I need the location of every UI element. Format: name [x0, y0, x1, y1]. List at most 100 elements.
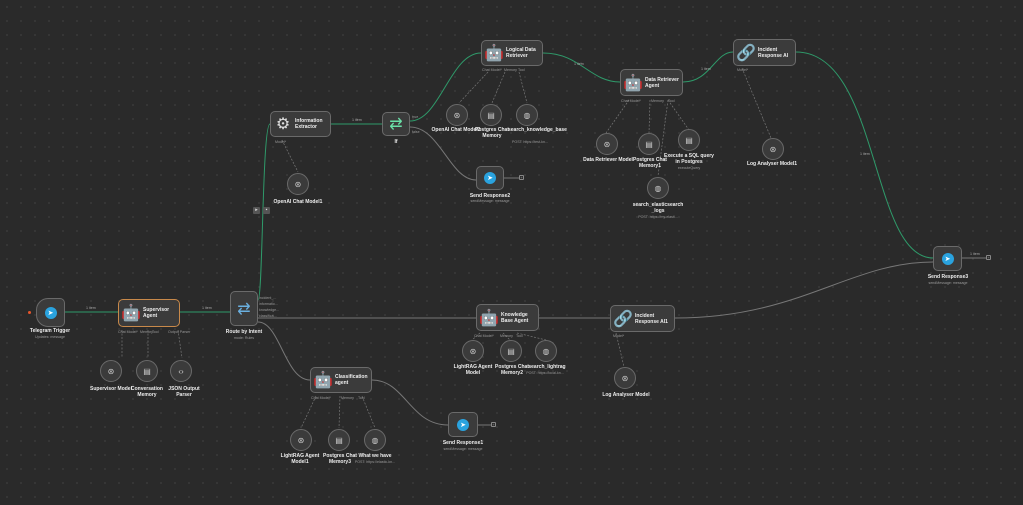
send-response2-subtitle: sendMessage: message [470, 199, 510, 203]
if-node[interactable]: ⇄ [382, 112, 410, 136]
information-extractor-title: Information Extractor [295, 118, 323, 130]
globe-icon: ◍ [542, 346, 550, 356]
log-analyser-model-node[interactable]: ⊛ [614, 367, 636, 389]
play-icon[interactable]: ▸ [253, 207, 260, 214]
port-label: Memory [500, 334, 513, 338]
globe-icon: ◍ [523, 110, 531, 120]
edge-label: 1 item [970, 252, 980, 256]
send-response2-node[interactable]: ➤ [476, 166, 504, 190]
port-label: Tool [518, 68, 525, 72]
port-label: Tool [358, 396, 365, 400]
postgres-chat-memory2-node[interactable]: ▤ [500, 340, 522, 362]
send-response1-node[interactable]: ➤ [448, 412, 478, 437]
port-label: Output Parser [168, 330, 191, 334]
search-knowledge-base-node[interactable]: ◍ [516, 104, 538, 126]
database-icon: ▤ [645, 139, 653, 149]
trash-icon[interactable]: ▪ [263, 207, 270, 214]
edge-label: 1 item [86, 306, 96, 310]
data-retriever-agent-node[interactable]: 🤖 Data Retriever Agent [620, 69, 683, 96]
what-we-have-node[interactable]: ◍ [364, 429, 386, 451]
openai-chat-model1-node[interactable]: ⊛ [287, 173, 309, 195]
postgres-chat-memory3-node[interactable]: ▤ [328, 429, 350, 451]
openai-icon: ⊛ [297, 435, 305, 445]
route-output-label: knowledge... [259, 308, 280, 312]
telegram-trigger-node[interactable]: ➤ [36, 298, 65, 327]
port-label: Memory [651, 99, 664, 103]
knowledge-base-agent-title: Knowledge Base Agent [501, 311, 529, 324]
route-by-intent-subtitle: mode: Rules [233, 336, 255, 340]
log-analyser-model1-node[interactable]: ⊛ [762, 138, 784, 160]
subnode-title: search_knowledge_base [508, 127, 567, 133]
plus-icon[interactable]: + [519, 175, 524, 180]
port-label: Memory [140, 330, 153, 334]
openai-icon: ⊛ [453, 110, 461, 120]
subnode-title: Data Retriever Model [583, 157, 633, 163]
route-output-label: classifica... [259, 314, 277, 318]
logical-data-retriever-title: Logical Data Retriever [506, 47, 536, 59]
classification-agent-node[interactable]: 🤖 Classification agent [310, 367, 372, 393]
openai-chat-model2-node[interactable]: ⊛ [446, 104, 468, 126]
subnode-title: Log Analyser Model1 [746, 161, 798, 167]
lightrag-agent-model1-node[interactable]: ⊛ [290, 429, 312, 451]
database-icon: ▤ [507, 346, 515, 356]
subnode-title: What we have [358, 453, 392, 459]
data-retriever-agent-title: Data Retriever Agent [645, 76, 679, 89]
robot-icon: 🤖 [121, 305, 141, 322]
postgres-chat-memory1-node[interactable]: ▤ [638, 133, 660, 155]
execute-sql-node[interactable]: ▤ [678, 129, 700, 151]
send-response2-title: Send Response2 [469, 193, 511, 199]
send-response3-title: Send Response3 [927, 274, 969, 280]
if-output-label: true [412, 115, 419, 119]
knowledge-base-agent-node[interactable]: 🤖 Knowledge Base Agent [476, 304, 539, 331]
send-response3-node[interactable]: ➤ [933, 246, 962, 271]
subnode-title: LightRAG Agent Model1 [280, 453, 320, 465]
port-label: Chat Model* [621, 99, 641, 103]
plus-icon[interactable]: + [986, 255, 991, 260]
postgres-chat-memory-node[interactable]: ▤ [480, 104, 502, 126]
extract-icon: ⚙ [275, 116, 291, 133]
subnode-title: Postgres Chat Memory2 [495, 364, 529, 376]
telegram-icon: ➤ [941, 252, 954, 265]
port-label: Chat Model* [118, 330, 138, 334]
subnode-subtitle: POST: https://my-elasti... [638, 215, 678, 219]
subnode-title: JSON Output Parser [168, 386, 200, 398]
lightrag-agent-model-node[interactable]: ⊛ [462, 340, 484, 362]
data-retriever-model-node[interactable]: ⊛ [596, 133, 618, 155]
subnode-title: Supervisor Model [90, 386, 132, 392]
port-label: Memory [504, 68, 517, 72]
incident-response-ai-node[interactable]: 🔗 Incident Response AI [733, 39, 796, 66]
logical-data-retriever-node[interactable]: 🤖 Logical Data Retriever [481, 40, 543, 66]
information-extractor-node[interactable]: ⚙ Information Extractor [270, 111, 331, 137]
edge-label: 1 item [352, 118, 362, 122]
subnode-subtitle: POST: https://local-kn... [526, 371, 564, 375]
openai-icon: ⊛ [107, 366, 115, 376]
port-label: Chat Model* [474, 334, 494, 338]
route-by-intent-node[interactable]: ⇄ [230, 291, 258, 326]
edge-label: 1 item [574, 62, 584, 66]
port-label: Memory [341, 396, 354, 400]
database-icon: ▤ [685, 135, 693, 145]
plus-icon[interactable]: + [491, 422, 496, 427]
edge-label: 1 item [860, 152, 870, 156]
subnode-title: LightRAG Agent Model [453, 364, 493, 376]
if-output-label: false [412, 130, 420, 134]
subnode-title: Execute a SQL query in Postgres [664, 153, 714, 165]
subnode-title: Postgres Chat Memory1 [633, 157, 667, 169]
subnode-subtitle: POST: https://test-kn... [512, 140, 548, 144]
supervisor-agent-node[interactable]: 🤖 Supervisor Agent [118, 299, 180, 327]
supervisor-model-node[interactable]: ⊛ [100, 360, 122, 382]
subnode-title: OpenAI Chat Model2 [431, 127, 481, 133]
supervisor-agent-title: Supervisor Agent [143, 307, 170, 319]
json-output-parser-node[interactable]: ‹› [170, 360, 192, 382]
incident-response-ai1-node[interactable]: 🔗 Incident Response AI1 [610, 305, 675, 332]
conversation-memory-node[interactable]: ▤ [136, 360, 158, 382]
send-response1-title: Send Response1 [442, 440, 484, 446]
globe-icon: ◍ [371, 435, 379, 445]
route-sign-icon: ⇄ [237, 300, 251, 318]
globe-icon: ◍ [654, 183, 662, 193]
search-lightrag-node[interactable]: ◍ [535, 340, 557, 362]
link-icon: 🔗 [736, 44, 756, 62]
port-label: Chat Model* [482, 68, 502, 72]
search-elasticsearch-logs-node[interactable]: ◍ [647, 177, 669, 199]
